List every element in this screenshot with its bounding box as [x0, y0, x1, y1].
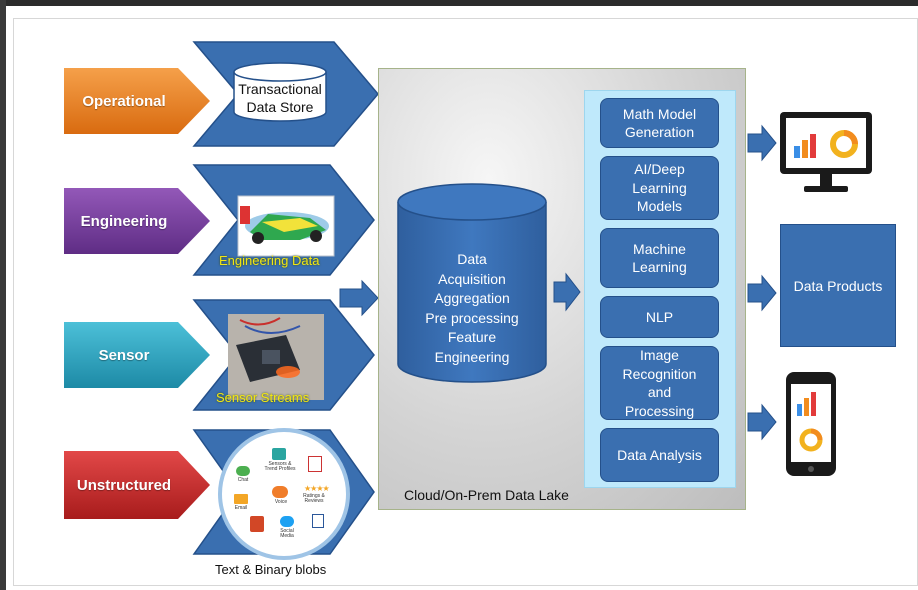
mobile-dashboard-icon: [786, 372, 836, 476]
pdf-icon: [308, 456, 322, 472]
to-data-products-arrow: [747, 274, 777, 312]
engineering-label: Engineering: [80, 212, 168, 230]
cylinder-line-feature: Feature: [447, 329, 497, 345]
ratings-stars-icon: ★★★★: [304, 484, 330, 493]
text-binary-caption: Text & Binary blobs: [215, 562, 327, 577]
nlp-box: NLP: [600, 296, 719, 338]
monitor-dashboard-icon: [780, 112, 872, 192]
voice-icon-label: Voice: [274, 499, 288, 505]
feeds-icon-label: Sensors & Trend Profiles: [264, 461, 296, 472]
into-lake-arrow: [339, 279, 379, 317]
data-lake-caption: Cloud/On-Prem Data Lake: [404, 487, 569, 503]
sensor-shape: [64, 322, 210, 388]
feeds-icon: [272, 448, 286, 460]
cylinder-line-acquisition: Acquisition: [438, 270, 506, 287]
engineering-shape: [64, 188, 210, 254]
unstructured-shape: [64, 451, 210, 519]
transactional-store-label: Transactional Data Store: [234, 80, 326, 116]
processing-cylinder: [397, 183, 547, 383]
data-products-box: Data Products: [780, 224, 896, 347]
cylinder-to-models-arrow: [553, 272, 581, 312]
transactional-label-line2: Data Store: [246, 99, 314, 115]
transactional-label-line1: Transactional: [238, 81, 322, 97]
ai-deep-learning-box: AI/Deep Learning Models: [600, 156, 719, 220]
math-model-box: Math Model Generation: [600, 98, 719, 148]
cylinder-line-aggregation: Aggregation: [434, 290, 510, 306]
to-mobile-arrow: [747, 403, 777, 441]
engineering-race-car-image: [237, 195, 335, 257]
to-monitor-arrow: [747, 124, 777, 162]
voice-icon: [272, 486, 288, 498]
unstructured-label: Unstructured: [76, 476, 172, 494]
window-top-border: [0, 0, 918, 6]
cylinder-line-data: Data: [457, 251, 487, 267]
data-analysis-box: Data Analysis: [600, 428, 719, 482]
social-media-icon-label: Social Media: [280, 528, 294, 539]
chat-icon-label: Chat: [237, 477, 249, 483]
sensor-streams-caption: Sensor Streams: [216, 390, 310, 405]
email-icon-label: Email: [234, 505, 248, 511]
document-icon: [312, 514, 324, 528]
window-left-border: [0, 0, 6, 590]
image-recognition-box: Image Recognition and Processing: [600, 346, 719, 420]
processing-cylinder-text: Data Acquisition Aggregation Pre process…: [398, 250, 546, 367]
cylinder-line-preprocessing: Pre processing: [425, 309, 519, 326]
sensor-board-image: [228, 314, 324, 400]
social-media-icon: [280, 516, 294, 527]
cylinder-line-engineering: Engineering: [434, 348, 510, 365]
sensor-label: Sensor: [98, 346, 150, 364]
ratings-icon-label: Ratings & Reviews: [303, 493, 325, 504]
powerpoint-icon: [250, 516, 264, 532]
operational-shape: [64, 68, 210, 134]
engineering-data-caption: Engineering Data: [219, 253, 320, 268]
operational-label: Operational: [82, 92, 166, 110]
chat-icon: [236, 466, 250, 476]
transactional-store-cylinder: [233, 62, 327, 122]
machine-learning-box: Machine Learning: [600, 228, 719, 288]
email-icon: [234, 494, 248, 504]
